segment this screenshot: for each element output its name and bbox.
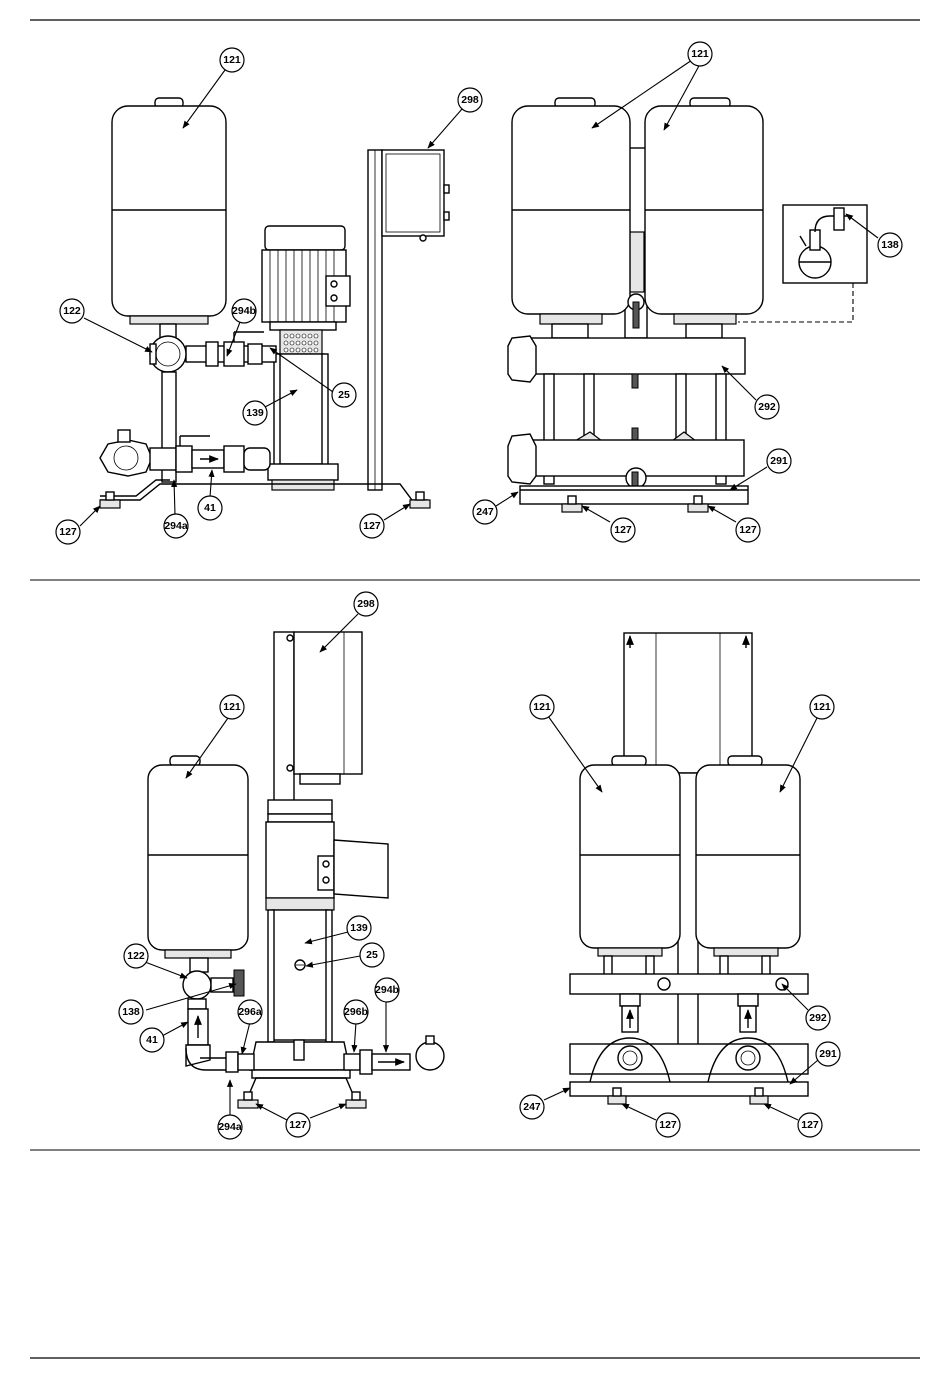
callout-139: 139 xyxy=(243,401,267,425)
callout-127: 127 xyxy=(736,518,760,542)
svg-text:122: 122 xyxy=(63,305,81,317)
svg-text:298: 298 xyxy=(461,94,479,106)
panel-3-side-view xyxy=(148,632,444,1108)
svg-text:121: 121 xyxy=(533,701,551,713)
panel-4-front-view xyxy=(570,633,808,1104)
svg-text:121: 121 xyxy=(691,48,709,60)
callout-294b: 294b xyxy=(232,299,256,323)
callout-247: 247 xyxy=(520,1095,544,1119)
callout-121: 121 xyxy=(530,695,554,719)
svg-text:127: 127 xyxy=(801,1119,819,1131)
svg-text:121: 121 xyxy=(223,54,241,66)
callout-296b: 296b xyxy=(344,1000,368,1024)
callout-121: 121 xyxy=(688,42,712,66)
callout-41: 41 xyxy=(140,1028,164,1052)
svg-text:139: 139 xyxy=(350,922,368,934)
svg-text:294a: 294a xyxy=(164,520,188,532)
callout-25: 25 xyxy=(360,943,384,967)
svg-text:138: 138 xyxy=(122,1006,140,1018)
callout-298: 298 xyxy=(354,592,378,616)
svg-text:296a: 296a xyxy=(238,1006,262,1018)
panel-1-side-view xyxy=(100,98,449,508)
svg-text:294a: 294a xyxy=(218,1121,242,1133)
svg-text:294b: 294b xyxy=(375,984,399,996)
callout-121: 121 xyxy=(810,695,834,719)
svg-text:25: 25 xyxy=(338,389,350,401)
callout-122: 122 xyxy=(124,944,148,968)
svg-text:127: 127 xyxy=(363,520,381,532)
callout-138: 138 xyxy=(119,1000,143,1024)
svg-text:127: 127 xyxy=(614,524,632,536)
svg-text:127: 127 xyxy=(59,526,77,538)
svg-text:291: 291 xyxy=(770,455,788,467)
callout-294b: 294b xyxy=(375,978,399,1002)
callout-294a: 294a xyxy=(164,514,188,538)
callout-291: 291 xyxy=(767,449,791,473)
callout-127: 127 xyxy=(56,520,80,544)
svg-text:292: 292 xyxy=(758,401,776,413)
panel-2-front-view xyxy=(508,98,867,512)
svg-text:292: 292 xyxy=(809,1012,827,1024)
callout-127: 127 xyxy=(360,514,384,538)
svg-text:138: 138 xyxy=(881,239,899,251)
callout-296a: 296a xyxy=(238,1000,262,1024)
svg-text:298: 298 xyxy=(357,598,375,610)
callout-138: 138 xyxy=(878,233,902,257)
callout-292: 292 xyxy=(806,1006,830,1030)
callout-298: 298 xyxy=(458,88,482,112)
svg-text:294b: 294b xyxy=(232,305,256,317)
callout-127: 127 xyxy=(656,1113,680,1137)
svg-text:121: 121 xyxy=(813,701,831,713)
svg-text:122: 122 xyxy=(127,950,145,962)
callout-292: 292 xyxy=(755,395,779,419)
callout-122: 122 xyxy=(60,299,84,323)
svg-text:127: 127 xyxy=(659,1119,677,1131)
callout-25: 25 xyxy=(332,383,356,407)
svg-text:247: 247 xyxy=(476,506,494,518)
svg-text:41: 41 xyxy=(146,1034,158,1046)
callout-121: 121 xyxy=(220,48,244,72)
svg-text:291: 291 xyxy=(819,1048,837,1060)
svg-text:121: 121 xyxy=(223,701,241,713)
callout-139: 139 xyxy=(347,916,371,940)
callout-41: 41 xyxy=(198,496,222,520)
callout-291: 291 xyxy=(816,1042,840,1066)
callout-127: 127 xyxy=(798,1113,822,1137)
callout-294a: 294a xyxy=(218,1115,242,1139)
svg-text:127: 127 xyxy=(739,524,757,536)
callout-121: 121 xyxy=(220,695,244,719)
svg-text:127: 127 xyxy=(289,1119,307,1131)
svg-text:41: 41 xyxy=(204,502,216,514)
callout-247: 247 xyxy=(473,500,497,524)
callout-127: 127 xyxy=(611,518,635,542)
callout-127: 127 xyxy=(286,1113,310,1137)
svg-text:247: 247 xyxy=(523,1101,541,1113)
svg-text:25: 25 xyxy=(366,949,378,961)
svg-text:296b: 296b xyxy=(344,1006,368,1018)
svg-text:139: 139 xyxy=(246,407,264,419)
